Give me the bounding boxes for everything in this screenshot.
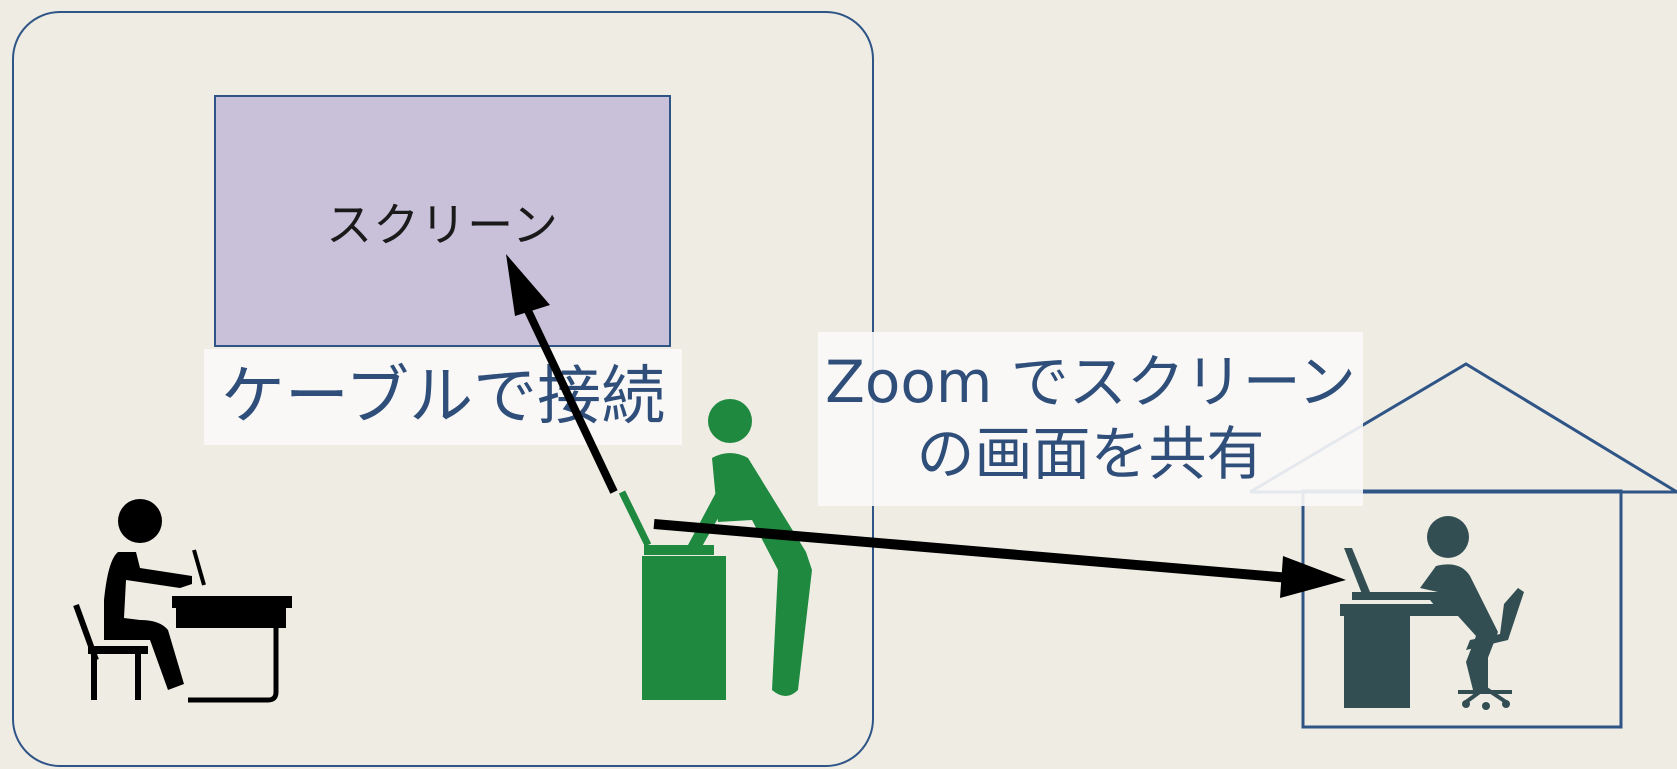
student-at-desk-icon [73,499,292,703]
zoom-share-arrow [653,519,1346,598]
cable-connection-callout: ケーブルで接続 [204,349,682,445]
zoom-share-arrow-head [1280,556,1346,598]
screen-box: スクリーン [214,95,671,347]
screen-label: スクリーン [326,198,559,252]
cable-arrow [506,254,618,494]
zoom-callout-line-1: Zoom でスクリーン [825,348,1356,416]
cable-arrow-head [506,254,550,316]
zoom-callout-line-2: の画面を共有 [916,420,1265,488]
remote-worker-at-laptop-icon [1340,516,1524,710]
zoom-share-callout: Zoom でスクリーン の画面を共有 [818,332,1363,506]
